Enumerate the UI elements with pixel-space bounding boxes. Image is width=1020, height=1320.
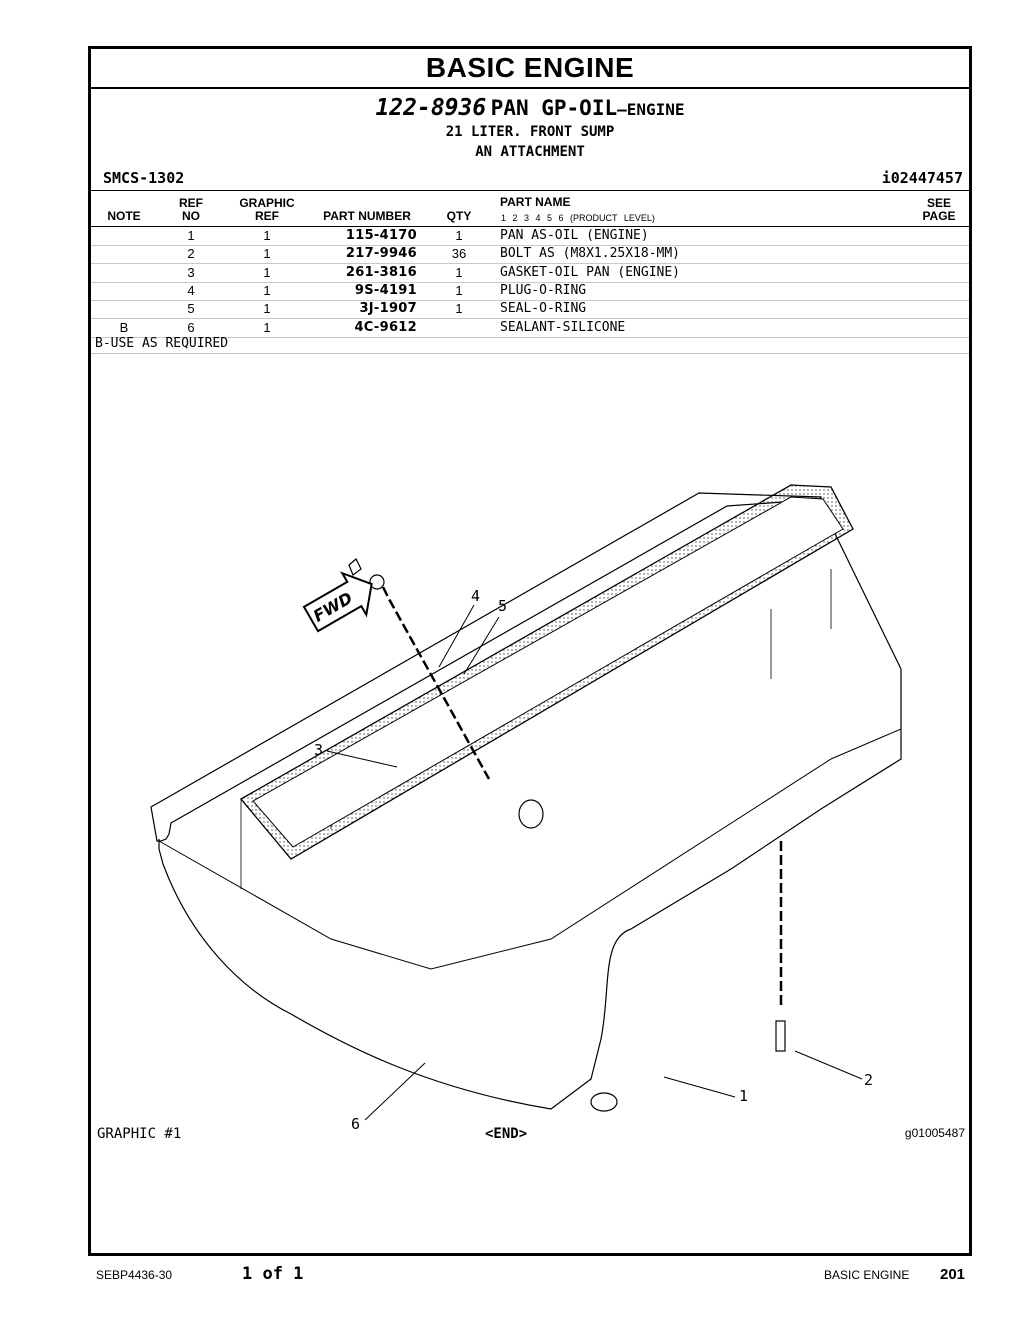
row-rule [91,245,969,246]
col-note: NOTE [107,209,141,223]
plug-part [348,558,362,576]
part-name-cell: PLUG-O-RING [500,282,587,298]
part-name-cell: BOLT AS (M8X1.25X18-MM) [500,246,681,262]
page-title: BASIC ENGINE [425,52,635,83]
gasket-inner [252,496,844,848]
ref-no-cell: 5 [187,301,195,317]
callout-1: 1 [739,1087,748,1105]
table-row: 1 1 115-4170 1 PAN AS-OIL (ENGINE) [91,227,969,246]
product-levels: 1 2 3 4 5 6 (PRODUCT LEVEL) [501,213,655,223]
callout-5: 5 [498,597,507,615]
graphic-ref-cell: 1 [263,246,271,262]
page-title-bar: BASIC ENGINE [91,49,969,89]
row-rule [91,299,969,301]
callout-4: 4 [471,587,480,605]
part-number-cell: 217-9946 [345,246,417,262]
oil-pan-diagram: FWD 4 5 3 6 2 1 6 [150,484,902,1129]
page-frame: BASIC ENGINE 122-8936 PAN GP-OIL—ENGINE … [88,46,972,1256]
footer-section: BASIC ENGINE [824,1268,910,1282]
table-row: 3 1 261-3816 1 GASKET-OIL PAN (ENGINE) [91,264,969,283]
info-id: i02447457 [881,169,963,187]
row-rule [91,281,969,283]
plug-leader [381,586,491,780]
callout-6-left: 6 [351,1115,360,1129]
smcs-code: SMCS-1302 [103,169,185,187]
note-b: B-USE AS REQUIRED [95,336,229,351]
graphic-label: GRAPHIC #1 [97,1126,182,1142]
grommet [518,799,544,829]
graphic-ref-cell: 1 [263,282,271,298]
group-desc-line1: 21 LITER. FRONT SUMP [445,124,615,140]
part-name-cell: SEALANT-SILICONE [500,319,626,335]
ref-no-cell: 1 [187,228,195,243]
row-rule [91,263,969,265]
table-top-rule [91,226,969,227]
graphic-ref-cell: 1 [263,301,271,317]
group-name: PAN GP-OIL [490,96,618,120]
qty-cell: 1 [455,264,463,280]
bolt-part [775,1020,786,1052]
part-number-cell: 261-3816 [345,264,417,280]
part-number-cell: 3J-1907 [359,301,417,317]
graphic-ref-cell: 1 [263,228,271,243]
table-row: 5 1 3J-1907 1 SEAL-O-RING [91,300,969,320]
ref-no-cell: 2 [187,246,195,262]
col-part-number: PART NUMBER [323,209,411,223]
seal-ring-part [369,574,385,590]
ref-no-cell: 6 [187,319,195,335]
part-number-cell: 115-4170 [345,228,417,243]
part-number-cell: 9S-4191 [354,282,417,298]
page-number: 201 [940,1266,966,1283]
part-name-cell: SEAL-O-RING [500,301,587,317]
part-number-cell: 4C-9612 [354,319,417,335]
ref-no-cell: 3 [187,264,195,280]
fwd-arrow: FWD [302,571,373,633]
note-rule [91,353,969,354]
qty-cell: 1 [455,228,463,243]
part-name-cell: GASKET-OIL PAN (ENGINE) [500,264,681,280]
drain-port [590,1092,618,1112]
page-count: 1 of 1 [242,1264,304,1284]
col-part-name: PART NAME [500,195,571,209]
qty-cell: 36 [451,246,467,262]
group-desc-line2: AN ATTACHMENT [475,144,585,160]
callout-2: 2 [864,1071,873,1089]
doc-number: SEBP4436-30 [96,1268,173,1282]
callout-3: 3 [314,741,323,759]
table-row: B 6 1 4C-9612 SEALANT-SILICONE [91,319,969,338]
ref-no-cell: 4 [187,282,195,298]
end-marker: <END> [485,1126,528,1142]
row-rule [91,336,969,338]
graphic-ref-cell: 1 [263,264,271,280]
note-cell: B [119,319,129,335]
table-row: 2 1 217-9946 36 BOLT AS (M8X1.25X18-MM) [91,245,969,265]
table-row: 4 1 9S-4191 1 PLUG-O-RING [91,282,969,301]
header-rule [91,190,969,191]
graphic-code: g01005487 [904,1126,965,1140]
group-suffix: —ENGINE [617,100,685,119]
qty-cell: 1 [455,282,463,298]
group-number: 122-8936 [375,95,487,121]
row-rule [91,318,969,320]
group-heading: 122-8936 PAN GP-OIL—ENGINE [91,95,969,121]
graphic-ref-cell: 1 [263,319,271,335]
part-name-cell: PAN AS-OIL (ENGINE) [500,228,649,243]
qty-cell: 1 [455,301,463,317]
col-qty: QTY [446,209,472,223]
oil-pan-flange [158,728,902,970]
